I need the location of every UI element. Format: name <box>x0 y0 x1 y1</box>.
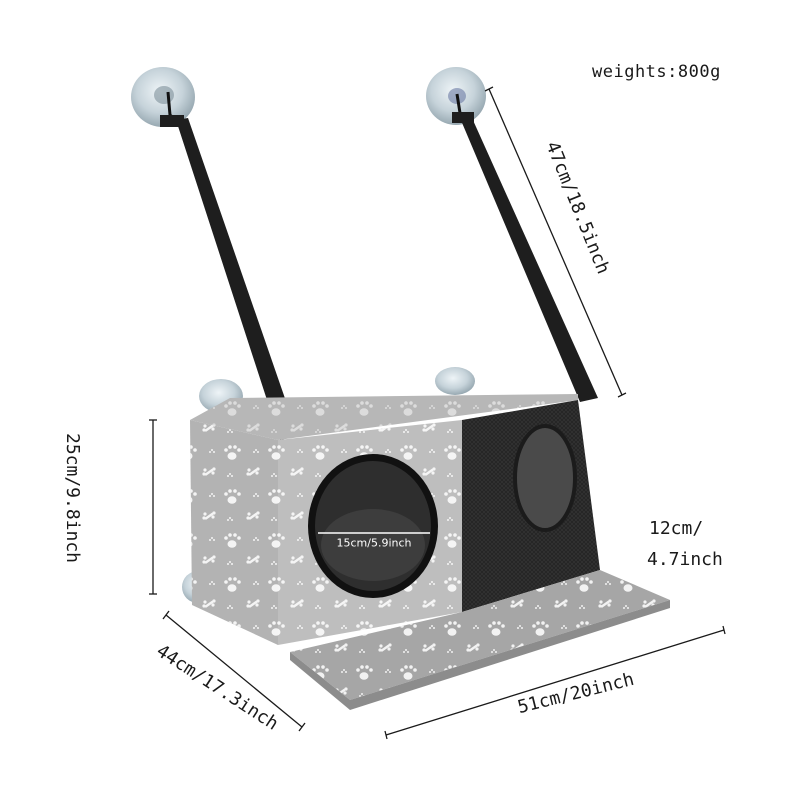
dimension-lines <box>149 86 726 740</box>
height-label: 25cm/9.8inch <box>62 432 83 564</box>
left-strap <box>176 118 298 440</box>
weight-label: weights:800g <box>592 62 721 82</box>
hole-diameter-label: 15cm/5.9inch <box>336 536 412 550</box>
entry-height-label-line2: 4.7inch <box>647 549 723 570</box>
entry-height-label-line1: 12cm/ <box>649 518 704 539</box>
suction-cup-icon <box>435 367 475 395</box>
suction-cup-icon <box>426 67 486 125</box>
right-strap <box>460 118 598 402</box>
round-entry-hole <box>308 454 438 598</box>
suction-cup-icon <box>131 67 195 127</box>
